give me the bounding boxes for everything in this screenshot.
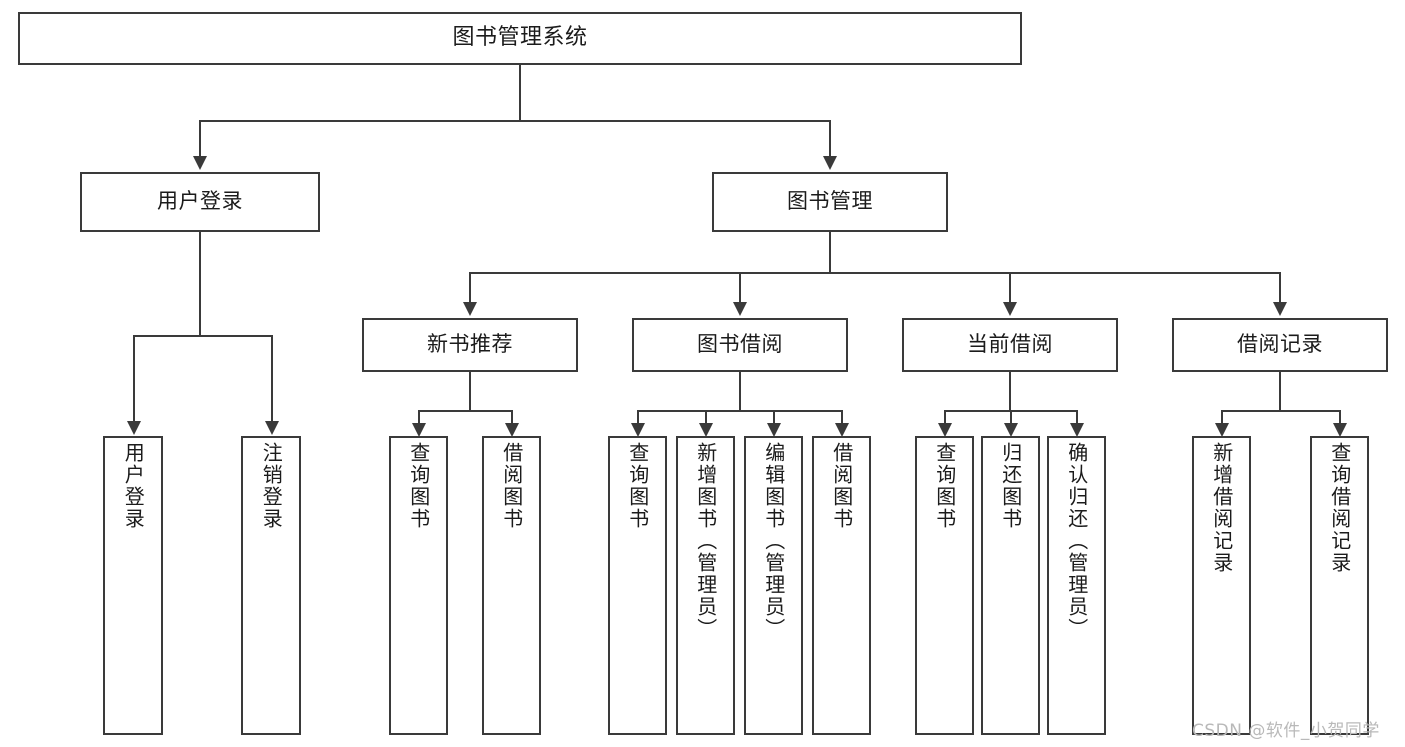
connector-current-borrow-stem	[1009, 372, 1011, 410]
connector-level2-bus	[199, 120, 831, 122]
node-leaf-query-book-2[interactable]: 查询图书	[608, 436, 667, 735]
connector-drop-leaf-return-book	[1010, 410, 1012, 425]
node-label: 查询图书	[932, 442, 957, 530]
arrow-leaf-query-book-3	[938, 423, 952, 437]
connector-drop-new-book-recommend	[469, 272, 471, 304]
arrow-current-borrow	[1003, 302, 1017, 316]
arrow-leaf-confirm-return	[1070, 423, 1084, 437]
node-leaf-query-book-1[interactable]: 查询图书	[389, 436, 448, 735]
connector-borrow-record-bus	[1221, 410, 1341, 412]
connector-drop-leaf-borrow-book-1	[511, 410, 513, 425]
node-label: 注销登录	[259, 442, 284, 530]
node-leaf-add-book[interactable]: 新增图书（管理员）	[676, 436, 735, 735]
connector-drop-leaf-logout-login	[271, 335, 273, 423]
arrow-leaf-add-record	[1215, 423, 1229, 437]
connector-drop-leaf-add-book	[705, 410, 707, 425]
connector-book-borrow-bus	[637, 410, 842, 412]
node-leaf-borrow-book-2[interactable]: 借阅图书	[812, 436, 871, 735]
node-label: 用户登录	[157, 189, 243, 214]
node-leaf-query-book-3[interactable]: 查询图书	[915, 436, 974, 735]
arrow-book-borrow	[733, 302, 747, 316]
node-label: 新书推荐	[427, 332, 513, 357]
connector-drop-leaf-confirm-return	[1076, 410, 1078, 425]
node-borrow-record[interactable]: 借阅记录	[1172, 318, 1388, 372]
arrow-leaf-query-book-2	[631, 423, 645, 437]
node-label: 用户登录	[121, 442, 146, 530]
arrow-new-book-recommend	[463, 302, 477, 316]
arrow-leaf-edit-book	[767, 423, 781, 437]
connector-root-stem	[519, 65, 521, 120]
arrow-leaf-user-login	[127, 421, 141, 435]
connector-drop-user-login	[199, 120, 201, 158]
connector-user-login-bus	[133, 335, 272, 337]
connector-drop-book-borrow	[739, 272, 741, 304]
node-label: 查询图书	[406, 442, 431, 530]
connector-user-login-stem	[199, 232, 201, 335]
node-label: 编辑图书（管理员）	[761, 442, 786, 640]
node-label: 新增借阅记录	[1209, 442, 1234, 574]
connector-drop-leaf-query-record	[1339, 410, 1341, 425]
connector-level3-bus	[469, 272, 1281, 274]
connector-drop-leaf-borrow-book-2	[841, 410, 843, 425]
arrow-leaf-add-book	[699, 423, 713, 437]
arrow-book-manage	[823, 156, 837, 170]
node-leaf-add-record[interactable]: 新增借阅记录	[1192, 436, 1251, 735]
connector-drop-leaf-edit-book	[773, 410, 775, 425]
connector-drop-borrow-record	[1279, 272, 1281, 304]
node-book-borrow[interactable]: 图书借阅	[632, 318, 848, 372]
node-leaf-borrow-book-1[interactable]: 借阅图书	[482, 436, 541, 735]
watermark-text: CSDN @软件_小贺同学	[1192, 721, 1380, 741]
node-label: 新增图书（管理员）	[693, 442, 718, 640]
connector-drop-leaf-query-book-2	[637, 410, 639, 425]
node-book-manage[interactable]: 图书管理	[712, 172, 948, 232]
arrow-borrow-record	[1273, 302, 1287, 316]
connector-book-borrow-stem	[739, 372, 741, 410]
node-label: 归还图书	[998, 442, 1023, 530]
node-leaf-logout-login[interactable]: 注销登录	[241, 436, 301, 735]
node-leaf-confirm-return[interactable]: 确认归还（管理员）	[1047, 436, 1106, 735]
node-label: 查询借阅记录	[1327, 442, 1352, 574]
connector-drop-leaf-add-record	[1221, 410, 1223, 425]
node-user-login[interactable]: 用户登录	[80, 172, 320, 232]
arrow-leaf-borrow-book-2	[835, 423, 849, 437]
node-new-book-recommend[interactable]: 新书推荐	[362, 318, 578, 372]
connector-drop-leaf-query-book-1	[418, 410, 420, 425]
arrow-leaf-borrow-book-1	[505, 423, 519, 437]
node-current-borrow[interactable]: 当前借阅	[902, 318, 1118, 372]
node-leaf-query-record[interactable]: 查询借阅记录	[1310, 436, 1369, 735]
node-leaf-edit-book[interactable]: 编辑图书（管理员）	[744, 436, 803, 735]
node-label: 图书管理系统	[452, 25, 588, 51]
node-label: 当前借阅	[967, 332, 1053, 357]
connector-drop-current-borrow	[1009, 272, 1011, 304]
connector-drop-leaf-user-login	[133, 335, 135, 423]
arrow-leaf-query-book-1	[412, 423, 426, 437]
connector-drop-book-manage	[829, 120, 831, 158]
connector-book-manage-stem	[829, 232, 831, 272]
node-leaf-user-login[interactable]: 用户登录	[103, 436, 163, 735]
connector-borrow-record-stem	[1279, 372, 1281, 410]
node-label: 查询图书	[625, 442, 650, 530]
arrow-leaf-query-record	[1333, 423, 1347, 437]
arrow-user-login	[193, 156, 207, 170]
node-label: 图书借阅	[697, 332, 783, 357]
connector-new-book-recommend-bus	[418, 410, 513, 412]
connector-new-book-recommend-stem	[469, 372, 471, 410]
connector-drop-leaf-query-book-3	[944, 410, 946, 425]
node-label: 借阅图书	[829, 442, 854, 530]
node-label: 借阅记录	[1237, 332, 1323, 357]
arrow-leaf-logout-login	[265, 421, 279, 435]
node-label: 确认归还（管理员）	[1064, 442, 1089, 640]
arrow-leaf-return-book	[1004, 423, 1018, 437]
node-label: 图书管理	[787, 189, 873, 214]
node-leaf-return-book[interactable]: 归还图书	[981, 436, 1040, 735]
node-label: 借阅图书	[499, 442, 524, 530]
node-root-system[interactable]: 图书管理系统	[18, 12, 1022, 65]
